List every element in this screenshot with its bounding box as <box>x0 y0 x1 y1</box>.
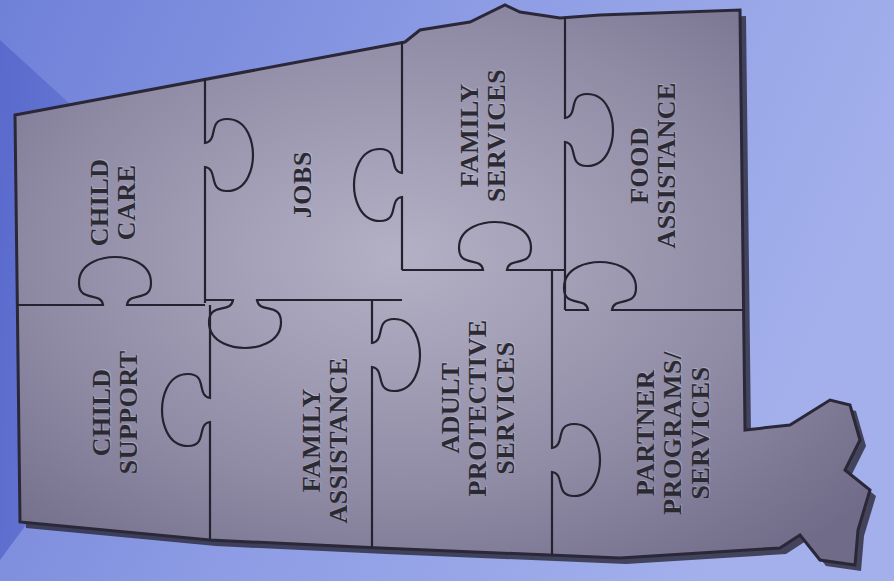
puzzle-seam <box>565 17 613 310</box>
program-label: FOOD ASSISTANCE <box>625 75 680 255</box>
puzzle-seams <box>17 17 743 555</box>
puzzle-piece: CHILD CARE <box>20 105 205 300</box>
puzzle-seam <box>354 42 402 270</box>
puzzle-seam <box>372 300 420 547</box>
program-label: CHILD SUPPORT <box>88 338 143 488</box>
puzzle-piece: CHILD SUPPORT <box>20 305 210 520</box>
program-label: PARTNER PROGRAMS/ SERVICES <box>632 345 714 520</box>
puzzle-seam <box>552 270 600 555</box>
puzzle-piece: JOBS <box>205 70 400 300</box>
program-label: CHILD CARE <box>85 148 140 258</box>
puzzle-seam <box>402 222 565 270</box>
puzzle-seam <box>162 305 210 539</box>
puzzle-piece: FAMILY ASSISTANCE <box>250 340 400 540</box>
program-label: FAMILY SERVICES <box>455 60 510 210</box>
puzzle-seam <box>17 257 205 305</box>
puzzle-piece: ADULT PROTECTIVE SERVICES <box>405 270 550 545</box>
puzzle-piece: FOOD ASSISTANCE <box>565 20 740 310</box>
puzzle-seam <box>205 78 253 303</box>
puzzle-piece: FAMILY SERVICES <box>400 35 565 235</box>
program-label: FAMILY ASSISTANCE <box>298 348 353 533</box>
puzzle-seam <box>564 262 743 310</box>
state-outline <box>15 5 870 565</box>
puzzle-piece: PARTNER PROGRAMS/ SERVICES <box>600 310 745 555</box>
program-label: JOBS <box>289 135 316 235</box>
program-label: ADULT PROTECTIVE SERVICES <box>437 317 519 498</box>
